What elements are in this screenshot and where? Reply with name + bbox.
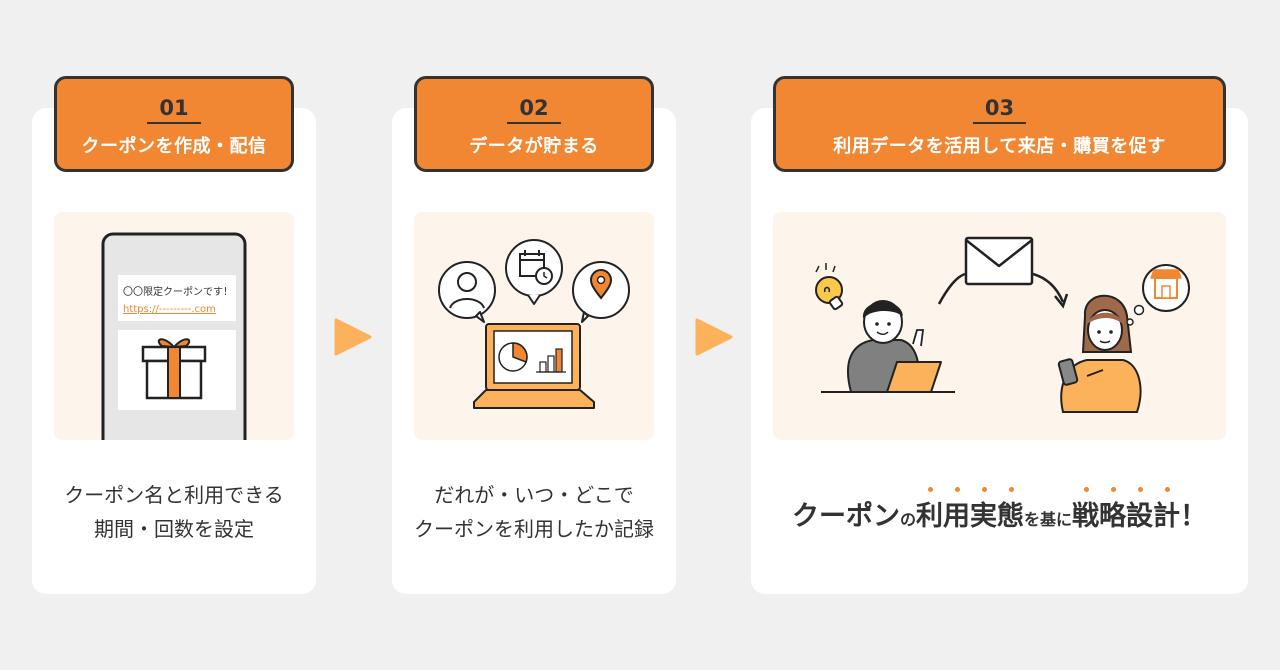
headline-part: クーポン bbox=[792, 501, 900, 532]
man-with-laptop bbox=[821, 301, 955, 392]
data-collection-illustration bbox=[414, 212, 654, 440]
headline-part: ！ bbox=[1180, 501, 1207, 532]
step-illustration-3 bbox=[773, 212, 1226, 440]
step-number: 03 bbox=[973, 95, 1026, 124]
laptop-chart-icon bbox=[474, 324, 594, 408]
step-title: データが貯まる bbox=[417, 132, 651, 158]
step-3-headline: クーポンの利用実態を基に戦略設計！ bbox=[751, 494, 1248, 533]
step-number: 02 bbox=[507, 95, 560, 124]
step-title: 利用データを活用して来店・購買を促す bbox=[776, 132, 1223, 158]
phone-message: 〇〇限定クーポンです！ bbox=[123, 285, 233, 298]
headline-emphasis-char: 計 bbox=[1153, 494, 1180, 533]
step-description-2: だれが・いつ・どこで クーポンを利用したか記録 bbox=[392, 478, 676, 546]
headline-emphasis-char: 戦 bbox=[1072, 494, 1099, 533]
phone-link: https://---------.com bbox=[123, 304, 216, 315]
headline-part: を基に bbox=[1024, 510, 1072, 529]
headline-emphasis-char: 態 bbox=[997, 494, 1024, 533]
step-title: クーポンを作成・配信 bbox=[57, 132, 291, 158]
headline-emphasis-char: 用 bbox=[943, 494, 970, 533]
headline-emphasis-char: 設 bbox=[1126, 494, 1153, 533]
headline-part: の bbox=[900, 510, 916, 529]
step-illustration-2 bbox=[414, 212, 654, 440]
woman-with-phone bbox=[1058, 296, 1140, 412]
engagement-illustration bbox=[773, 212, 1226, 440]
description-line: クーポン名と利用できる bbox=[32, 478, 316, 512]
envelope-icon bbox=[966, 238, 1032, 284]
calendar-clock-icon bbox=[506, 240, 562, 304]
gift-icon bbox=[143, 339, 205, 398]
description-line: だれが・いつ・どこで bbox=[392, 478, 676, 512]
headline-emphasis-char: 利 bbox=[916, 494, 943, 533]
store-icon bbox=[1127, 265, 1189, 325]
headline-emphasis-char: 略 bbox=[1099, 494, 1126, 533]
lightbulb-icon bbox=[816, 263, 843, 310]
flow-arrow bbox=[1033, 274, 1063, 302]
location-pin-icon bbox=[573, 262, 629, 322]
step-tab-3: 03 利用データを活用して来店・購買を促す bbox=[773, 76, 1226, 172]
next-arrow-icon bbox=[695, 316, 735, 358]
phone-illustration: 〇〇限定クーポンです！ https://---------.com bbox=[54, 212, 294, 440]
headline-emphasis-char: 実 bbox=[970, 494, 997, 533]
flow-arc bbox=[939, 274, 965, 304]
description-line: 期間・回数を設定 bbox=[32, 512, 316, 546]
step-illustration-1: 〇〇限定クーポンです！ https://---------.com bbox=[54, 212, 294, 440]
step-tab-2: 02 データが貯まる bbox=[414, 76, 654, 172]
person-icon bbox=[439, 262, 495, 322]
description-line: クーポンを利用したか記録 bbox=[392, 512, 676, 546]
next-arrow-icon bbox=[334, 316, 374, 358]
step-tab-1: 01 クーポンを作成・配信 bbox=[54, 76, 294, 172]
step-description-1: クーポン名と利用できる 期間・回数を設定 bbox=[32, 478, 316, 546]
step-number: 01 bbox=[147, 95, 200, 124]
